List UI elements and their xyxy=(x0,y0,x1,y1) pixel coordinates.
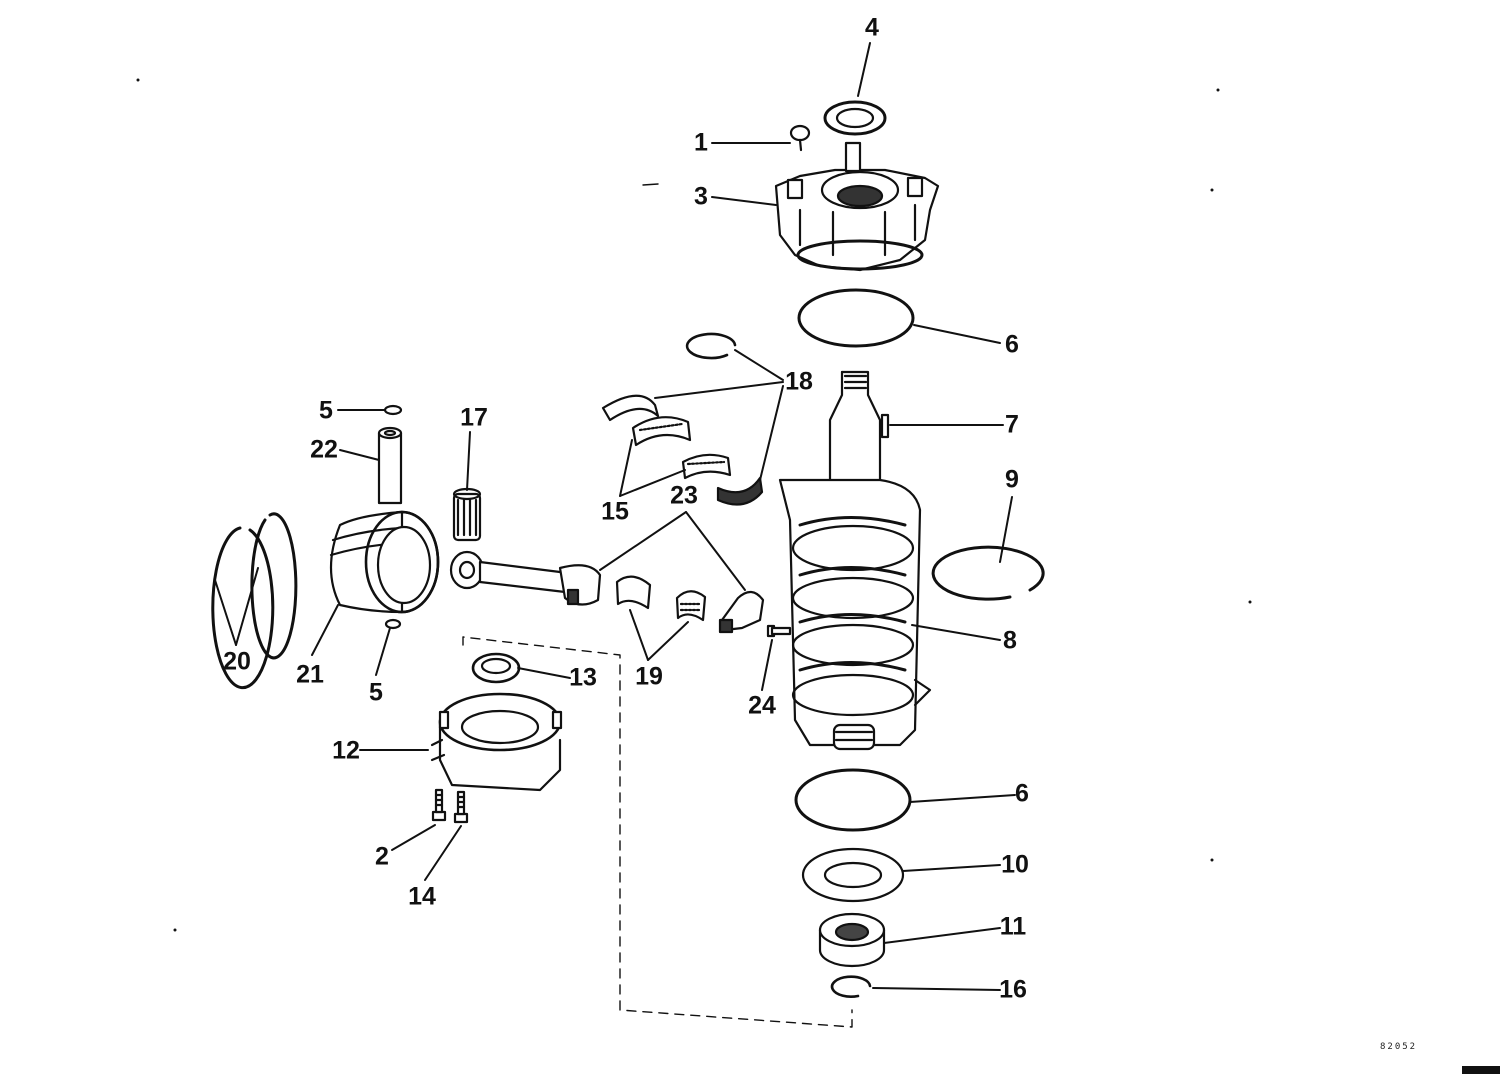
callout-20: 20 xyxy=(223,647,251,676)
callout-7: 7 xyxy=(1005,410,1019,439)
part-lower-retaining-ring xyxy=(830,975,872,998)
part-retaining-ring xyxy=(685,332,737,360)
callout-6-lower: 6 xyxy=(1015,779,1029,808)
part-wrist-pin xyxy=(377,426,403,505)
callout-5-upper: 5 xyxy=(319,396,333,425)
part-pin-retainer-top xyxy=(383,404,403,416)
callout-8: 8 xyxy=(1003,626,1017,655)
part-woodruff-key xyxy=(880,413,890,439)
callout-22: 22 xyxy=(310,435,338,464)
callout-21: 21 xyxy=(296,660,324,689)
part-piston xyxy=(329,510,440,614)
part-pin-retainer-bottom xyxy=(384,618,402,630)
callout-12: 12 xyxy=(332,736,360,765)
part-piston-rings xyxy=(211,512,298,690)
part-o-ring-lower xyxy=(794,768,912,832)
part-gasket-plate xyxy=(801,847,905,903)
callout-4: 4 xyxy=(865,13,879,42)
part-thrust-washer xyxy=(823,100,887,136)
callout-17: 17 xyxy=(460,403,488,432)
callout-6-upper: 6 xyxy=(1005,330,1019,359)
leader-lines xyxy=(214,42,1016,991)
scan-specks xyxy=(136,78,1252,932)
callout-19: 19 xyxy=(635,662,663,691)
callout-24: 24 xyxy=(748,691,776,720)
callout-10: 10 xyxy=(1001,850,1029,879)
callout-11: 11 xyxy=(999,912,1027,941)
callout-3: 3 xyxy=(694,182,708,211)
part-screw xyxy=(789,124,811,152)
part-split-ring xyxy=(931,545,1045,601)
part-o-ring-upper xyxy=(797,288,915,348)
part-crankshaft xyxy=(778,370,932,751)
part-needle-bearings-15 xyxy=(631,416,732,480)
part-ball-bearing xyxy=(818,912,886,968)
part-upper-bearing-housing xyxy=(774,141,940,272)
page-tab-mark xyxy=(1462,1066,1500,1074)
part-rod-cap xyxy=(718,590,765,634)
part-rod-screw xyxy=(766,624,792,638)
callout-2: 2 xyxy=(375,842,389,871)
callout-9: 9 xyxy=(1005,465,1019,494)
part-housing-screws xyxy=(431,788,469,824)
callout-1: 1 xyxy=(694,128,708,157)
callout-5-lower: 5 xyxy=(369,678,383,707)
callout-15: 15 xyxy=(601,497,629,526)
callout-14: 14 xyxy=(408,882,436,911)
assembly-dash-line xyxy=(462,636,853,1028)
part-connecting-rod xyxy=(449,550,602,606)
callout-16: 16 xyxy=(999,975,1027,1004)
part-bearing-cage-19 xyxy=(615,575,707,622)
part-pin-needle-bearing xyxy=(452,487,482,542)
callout-23: 23 xyxy=(670,481,698,510)
part-seal xyxy=(471,652,521,684)
part-lower-bearing-housing xyxy=(430,692,563,792)
part-bearing-cage-18 xyxy=(601,394,764,506)
callout-13: 13 xyxy=(569,663,597,692)
figure-code: 82052 xyxy=(1380,1042,1418,1052)
callout-18: 18 xyxy=(785,367,813,396)
